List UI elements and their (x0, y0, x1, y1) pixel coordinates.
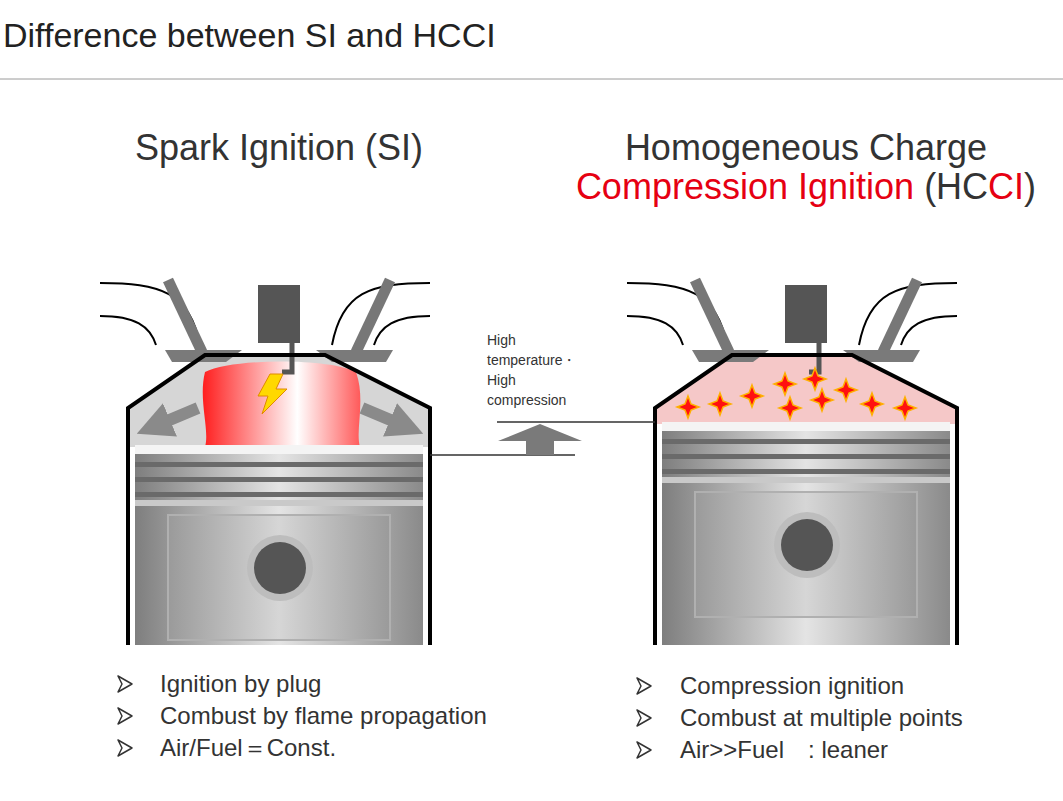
bullet-text: Compression ignition (680, 670, 904, 702)
heading-line: Compression Ignition(HCCI) (485, 165, 1063, 209)
page-title: Difference between SI and HCCI (3, 14, 496, 56)
heading-line: Homogeneous Charge (485, 126, 1063, 170)
heading-text: (HC (924, 166, 988, 207)
heading-text: ) (1024, 166, 1036, 207)
engine-cylinder: Homogeneous ChargeCompression Ignition(H… (655, 300, 957, 645)
edge-label: High temperature・ High compression (487, 330, 587, 410)
heading-text: Homogeneous Charge (625, 127, 987, 168)
engine-cylinder: Spark Ignition (SI)Ignition by plugCombu… (128, 300, 430, 645)
connector (430, 422, 655, 455)
bullet-text: Combust by flame propagation (160, 700, 487, 732)
connector-line (430, 422, 655, 455)
bullet-text: Air/Fuel＝Const. (160, 732, 336, 764)
bullet-text: Combust at multiple points (680, 702, 963, 734)
bullet-text: Ignition by plug (160, 668, 321, 700)
block-arrow (498, 424, 582, 455)
heading-text: CI (988, 166, 1024, 207)
heading-text: Compression Ignition (576, 166, 914, 207)
heading-text: Spark Ignition (SI) (135, 127, 423, 168)
bullet-text: Air>>Fuel : leaner (680, 734, 888, 766)
heading-line: Spark Ignition (SI) (0, 126, 600, 170)
